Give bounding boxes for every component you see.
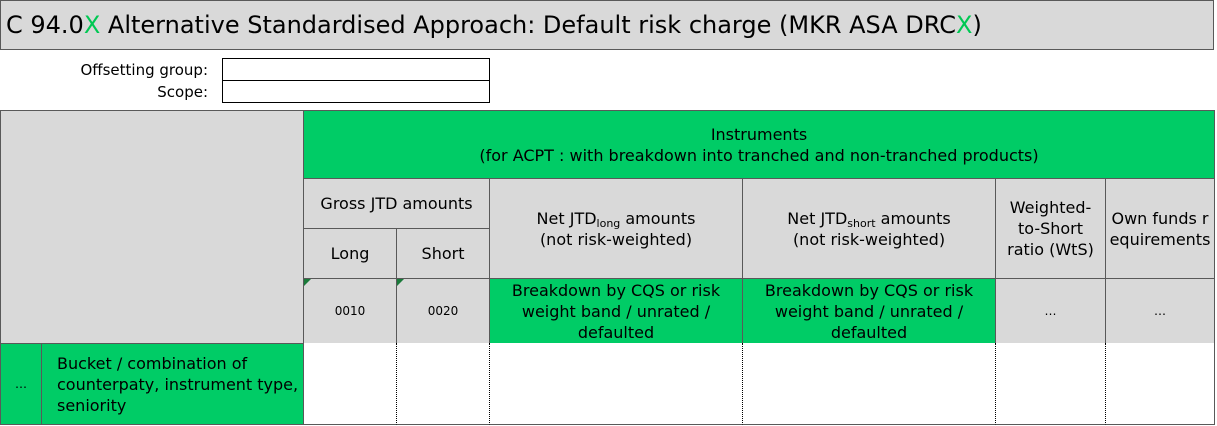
input-cell-wts[interactable] <box>995 343 1106 425</box>
net-short-sub: short <box>847 216 876 230</box>
net-short-post: amounts <box>875 208 951 228</box>
instruments-subtitle: (for ACPT : with breakdown into tranched… <box>479 145 1039 165</box>
wts-header: Weighted-to-Short ratio (WtS) <box>995 178 1106 279</box>
long-header: Long <box>303 228 397 279</box>
net-jtd-long-header: Net JTDlong amounts (not risk-weighted) <box>489 178 743 279</box>
title-main-x: X <box>955 11 973 39</box>
title-prefix-x: X <box>83 11 101 39</box>
input-cell-net-short[interactable] <box>742 343 996 425</box>
short-header: Short <box>396 228 490 279</box>
title-prefix: C 94.0 <box>6 11 84 39</box>
input-cell-0020[interactable] <box>396 343 490 425</box>
net-short-pre: Net JTD <box>787 208 848 228</box>
instruments-header: Instruments (for ACPT : with breakdown i… <box>303 110 1215 179</box>
code-0020: 0020 <box>396 278 490 344</box>
wts-code: … <box>995 278 1106 344</box>
page-title: C 94.0X Alternative Standardised Approac… <box>0 0 1214 50</box>
scope-field[interactable] <box>222 80 490 103</box>
net-long-post: amounts <box>620 208 696 228</box>
row-label: Bucket / combination of counterpaty, ins… <box>41 343 304 425</box>
code-0010: 0010 <box>303 278 397 344</box>
net-long-sub: long <box>596 216 621 230</box>
net-jtd-long-title: Net JTDlong amounts <box>537 208 696 229</box>
gross-jtd-header: Gross JTD amounts <box>303 178 490 229</box>
breakdown-long-cell: Breakdown by CQS or risk weight band / u… <box>489 278 743 344</box>
title-close: ) <box>972 11 982 39</box>
own-funds-header: Own funds requirements <box>1105 178 1215 279</box>
own-funds-code: … <box>1105 278 1215 344</box>
row-header-corner <box>0 110 304 344</box>
net-jtd-long-note: (not risk-weighted) <box>539 229 693 249</box>
scope-label: Scope: <box>157 83 208 101</box>
row-code: … <box>0 343 42 425</box>
offsetting-group-field[interactable] <box>222 58 490 81</box>
net-jtd-short-header: Net JTDshort amounts (not risk-weighted) <box>742 178 996 279</box>
breakdown-short-cell: Breakdown by CQS or risk weight band / u… <box>742 278 996 344</box>
offsetting-group-label: Offsetting group: <box>80 61 208 79</box>
net-long-pre: Net JTD <box>536 208 597 228</box>
net-jtd-short-note: (not risk-weighted) <box>792 229 946 249</box>
instruments-title: Instruments <box>710 124 808 144</box>
input-cell-net-long[interactable] <box>489 343 743 425</box>
net-jtd-short-title: Net JTDshort amounts <box>787 208 950 229</box>
input-cell-own-funds[interactable] <box>1105 343 1215 425</box>
input-cell-0010[interactable] <box>303 343 397 425</box>
title-main: Alternative Standardised Approach: Defau… <box>100 11 956 39</box>
